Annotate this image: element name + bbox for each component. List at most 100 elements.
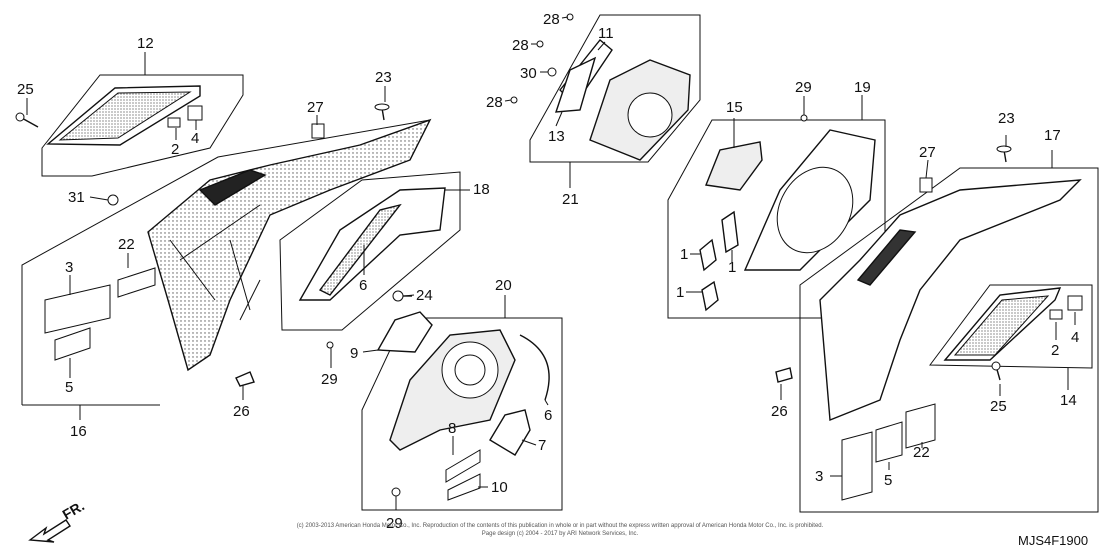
part-4-pad-left[interactable] [187, 105, 203, 121]
diagram-code: MJS4F1900 [1018, 533, 1088, 548]
part-29-screw-bottom[interactable] [391, 487, 401, 497]
copyright-line-2: Page design (c) 2004 - 2017 by ARI Netwo… [482, 531, 639, 537]
callout-5-right: 5 [884, 472, 892, 489]
callout-17: 17 [1044, 127, 1061, 144]
callout-9: 9 [350, 345, 358, 362]
part-22-label-left[interactable] [117, 267, 156, 298]
callout-26-right: 26 [771, 403, 788, 420]
part-22-label-right[interactable] [905, 403, 936, 449]
part-16-left-cowl[interactable] [147, 118, 432, 372]
group-box-21 [529, 14, 701, 163]
callout-23-right: 23 [998, 110, 1015, 127]
part-5-label-left[interactable] [54, 327, 91, 361]
callout-2: 2 [171, 141, 179, 158]
part-27-clip-left[interactable] [311, 123, 325, 139]
callout-5: 5 [65, 379, 73, 396]
part-13-plate[interactable] [555, 56, 597, 113]
callout-28-c: 28 [486, 94, 503, 111]
part-3-label-right[interactable] [841, 431, 873, 501]
callout-27-right: 27 [919, 144, 936, 161]
callout-15: 15 [726, 99, 743, 116]
part-4-pad-right[interactable] [1067, 295, 1083, 311]
callout-14: 14 [1060, 392, 1077, 409]
callout-16: 16 [70, 423, 87, 440]
part-23-bolt-right[interactable] [996, 145, 1012, 163]
part-24-bolt[interactable] [392, 290, 412, 302]
part-17-right-cowl[interactable] [819, 179, 1082, 422]
callout-8: 8 [448, 420, 456, 437]
callout-6-lower: 6 [544, 407, 552, 424]
part-23-bolt-left[interactable] [374, 103, 390, 121]
part-20-meter-cover[interactable] [389, 329, 516, 451]
callout-12: 12 [137, 35, 154, 52]
front-direction-arrow: FR. [28, 497, 88, 543]
part-29-screw-right[interactable] [800, 114, 808, 122]
part-26-clip-left[interactable] [235, 371, 255, 387]
callout-2-right: 2 [1051, 342, 1059, 359]
part-5-label-right[interactable] [875, 421, 903, 463]
part-15-cover[interactable] [705, 141, 763, 191]
callout-22-right: 22 [913, 444, 930, 461]
callout-23: 23 [375, 69, 392, 86]
callout-31: 31 [68, 189, 85, 206]
callout-30: 30 [520, 65, 537, 82]
callout-7: 7 [538, 437, 546, 454]
part-19-inner-right[interactable] [743, 129, 876, 271]
callout-3: 3 [65, 259, 73, 276]
callout-1-a: 1 [680, 246, 688, 263]
part-29-screw-left[interactable] [326, 341, 334, 349]
part-31-grommet[interactable] [107, 194, 119, 206]
part-7-seal[interactable] [489, 409, 531, 456]
group-box-17 [799, 167, 1099, 513]
part-6-strip-lower[interactable] [519, 334, 550, 401]
callout-6: 6 [359, 277, 367, 294]
callout-26: 26 [233, 403, 250, 420]
callout-4-right: 4 [1071, 329, 1079, 346]
part-1-strips[interactable] [699, 210, 739, 312]
callout-29-bottom: 29 [386, 515, 403, 532]
group-box-12 [41, 74, 244, 177]
part-25-screw-right[interactable] [991, 361, 1001, 381]
callout-18: 18 [473, 181, 490, 198]
callout-1-b: 1 [728, 259, 736, 276]
part-2-pad-right[interactable] [1049, 309, 1063, 320]
part-10-label[interactable] [447, 473, 481, 501]
part-2-pad-left[interactable] [167, 117, 181, 128]
callout-3-right: 3 [815, 468, 823, 485]
callout-labels: 12 25 2 4 27 23 31 18 22 3 5 16 6 24 9 2… [17, 11, 1079, 532]
callout-25-right: 25 [990, 398, 1007, 415]
callout-27: 27 [307, 99, 324, 116]
part-14-vent-panel-right[interactable] [943, 287, 1062, 361]
callout-1-c: 1 [676, 284, 684, 301]
part-8-label[interactable] [445, 449, 481, 483]
callout-10: 10 [491, 479, 508, 496]
callout-29: 29 [321, 371, 338, 388]
leader-lines [26, 16, 1076, 510]
callout-28-a: 28 [543, 11, 560, 28]
callout-28-b: 28 [512, 37, 529, 54]
part-3-label-left[interactable] [44, 284, 111, 334]
callout-20: 20 [495, 277, 512, 294]
callout-21: 21 [562, 191, 579, 208]
part-26-clip-right[interactable] [775, 367, 793, 383]
callout-24: 24 [416, 287, 433, 304]
part-18-inner-panel[interactable] [298, 187, 446, 301]
callout-11: 11 [598, 25, 614, 42]
callout-4: 4 [191, 130, 199, 147]
front-arrow-label: FR. [60, 497, 88, 522]
part-30-washer[interactable] [547, 67, 557, 77]
part-21-upper-cover[interactable] [589, 59, 691, 161]
callout-29-right: 29 [795, 79, 812, 96]
group-box-14 [929, 284, 1093, 369]
callout-25: 25 [17, 81, 34, 98]
part-25-screw-left[interactable] [15, 112, 39, 128]
part-12-vent-panel[interactable] [46, 85, 201, 146]
part-9-cover[interactable] [376, 311, 433, 353]
copyright-line-1: (c) 2003-2013 American Honda Motor Co., … [297, 523, 824, 529]
callout-22: 22 [118, 236, 135, 253]
part-27-clip-right[interactable] [919, 177, 933, 193]
group-box-18 [279, 171, 461, 331]
callout-19: 19 [854, 79, 871, 96]
